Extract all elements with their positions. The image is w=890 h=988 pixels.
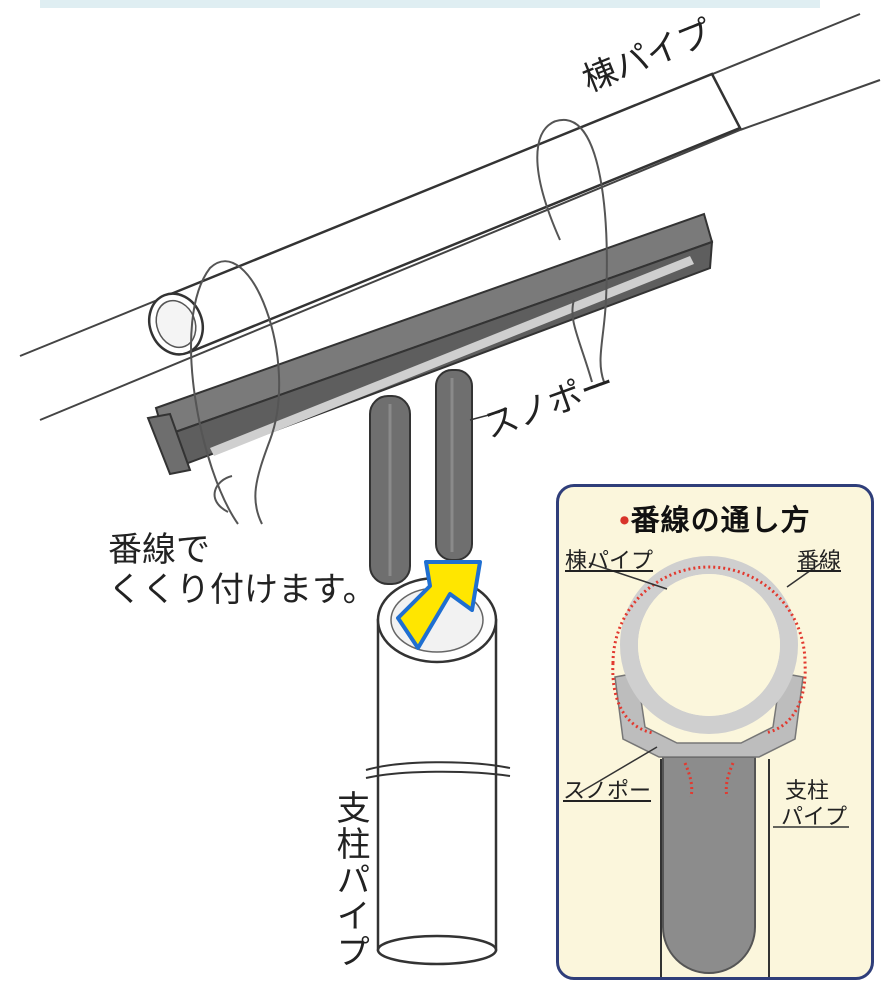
ridge-pipe (147, 72, 742, 356)
support-pipe (365, 576, 511, 966)
bullet-icon: • (619, 505, 631, 537)
inset-support-pipe-label-line2: パイプ (781, 805, 848, 830)
insert-arrow-icon (396, 560, 482, 650)
inset-snopo-label: スノポー (563, 779, 652, 804)
snopo-leader (469, 411, 501, 421)
inset-cross-section (578, 556, 849, 977)
binding-wires (190, 118, 608, 525)
snopo-bracket (146, 212, 714, 585)
wire-instruction-line2: くくり付けます。 (108, 570, 377, 610)
inset-support-pipe-label-line1: 支柱 (785, 779, 830, 804)
top-band (40, 0, 820, 8)
wire-instruction-line1: 番線で (108, 530, 210, 570)
inset-title-text: 番線の通し方 (630, 505, 811, 537)
inset-wire-label: 番線 (797, 549, 842, 574)
support-pipe-label: 支柱パイプ (330, 790, 370, 970)
wire-routing-inset: •番線の通し方 棟パイプ 番線 スノポー 支柱 パイプ (556, 484, 874, 980)
inset-title: •番線の通し方 (559, 497, 871, 539)
inset-ridge-pipe-label: 棟パイプ (565, 549, 654, 574)
